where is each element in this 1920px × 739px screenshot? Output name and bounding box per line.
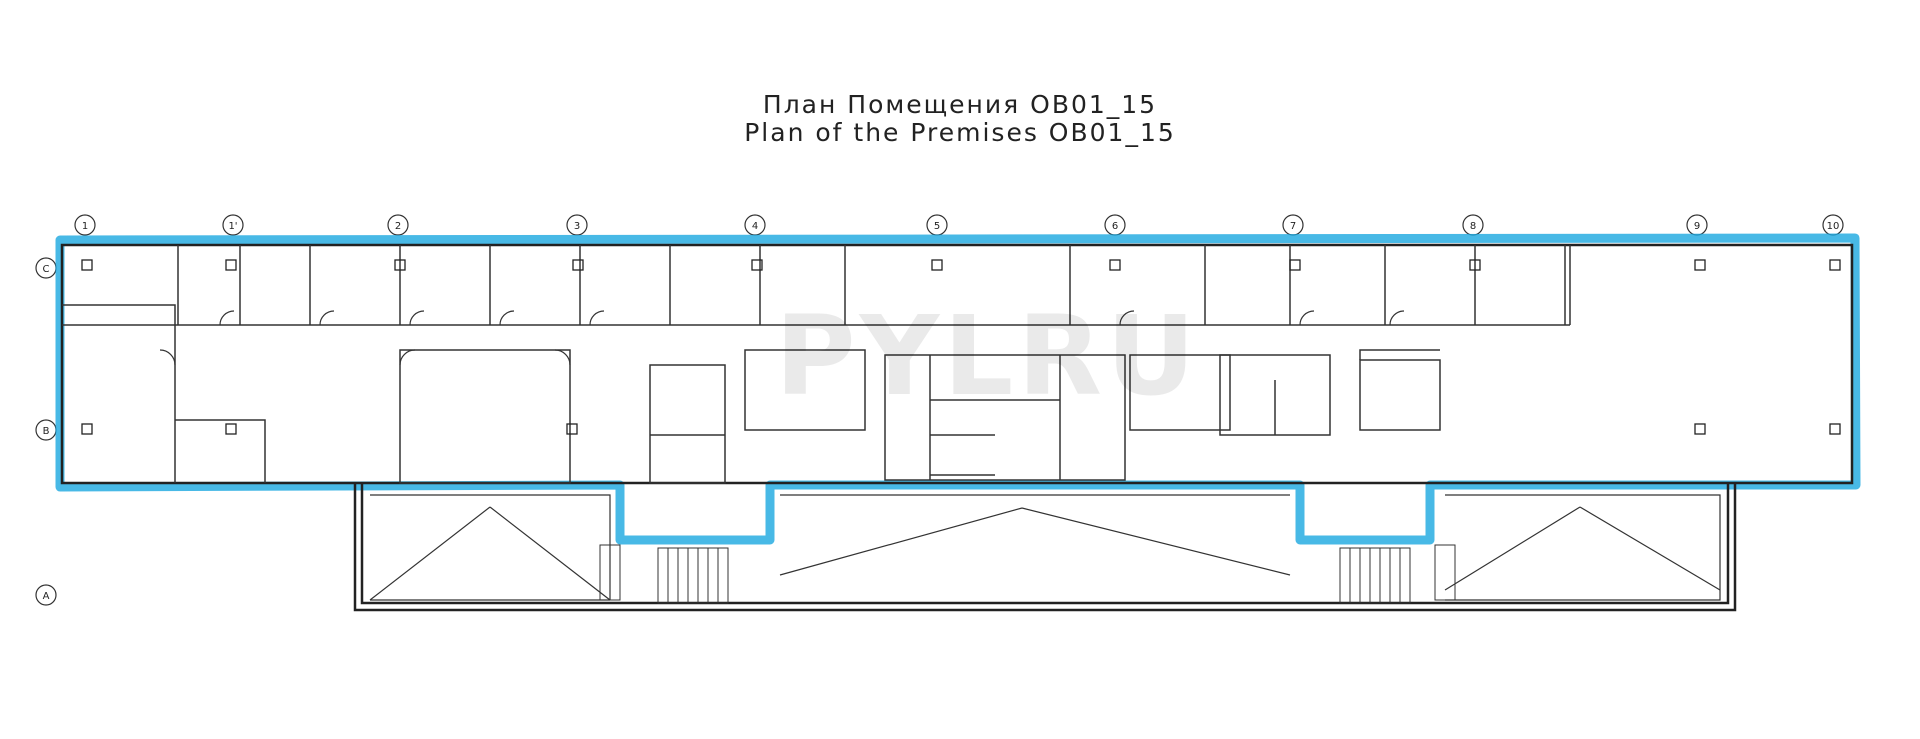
grid-axis-top: 1 1' 2 3 4 5 6 7 8 9 10 xyxy=(74,214,1844,236)
grid-label-6: 5 xyxy=(934,221,940,232)
grid-label-11: 10 xyxy=(1827,221,1840,232)
grid-label-2: 1' xyxy=(228,221,237,232)
grid-label-10: 9 xyxy=(1694,221,1700,232)
watermark-logo: PYLRU xyxy=(775,292,1200,420)
grid-label-8: 7 xyxy=(1290,221,1296,232)
grid-label-1: 1 xyxy=(82,221,88,232)
walls-offices-top xyxy=(62,245,1571,326)
grid-axis-left: C B A xyxy=(35,257,57,606)
grid-label-3: 2 xyxy=(395,221,401,232)
door-swings xyxy=(159,310,1405,366)
grid-bubble-2 xyxy=(222,214,244,236)
grid-label-5: 4 xyxy=(752,221,758,232)
premises-highlight-outline xyxy=(55,233,1861,545)
structural-columns xyxy=(81,259,1841,435)
walls-center-core xyxy=(884,349,1441,481)
grid-bubble-1 xyxy=(74,214,96,236)
grid-label-7: 6 xyxy=(1112,221,1118,232)
grid-label-9: 8 xyxy=(1470,221,1476,232)
grid-label-A: A xyxy=(43,591,50,602)
grid-label-C: C xyxy=(43,264,50,275)
walls-left-rooms xyxy=(62,304,866,484)
lower-voids xyxy=(369,494,1721,601)
plan-title-ru: План Помещения OB01_15 xyxy=(762,90,1158,119)
grid-bubble-A xyxy=(35,584,57,606)
grid-bubble-3 xyxy=(387,214,409,236)
walls-outer xyxy=(60,243,1854,612)
grid-label-B: B xyxy=(43,426,50,437)
plan-title-en: Plan of the Premises OB01_15 xyxy=(744,118,1176,147)
grid-label-4: 3 xyxy=(574,221,580,232)
staircases xyxy=(599,544,1456,604)
